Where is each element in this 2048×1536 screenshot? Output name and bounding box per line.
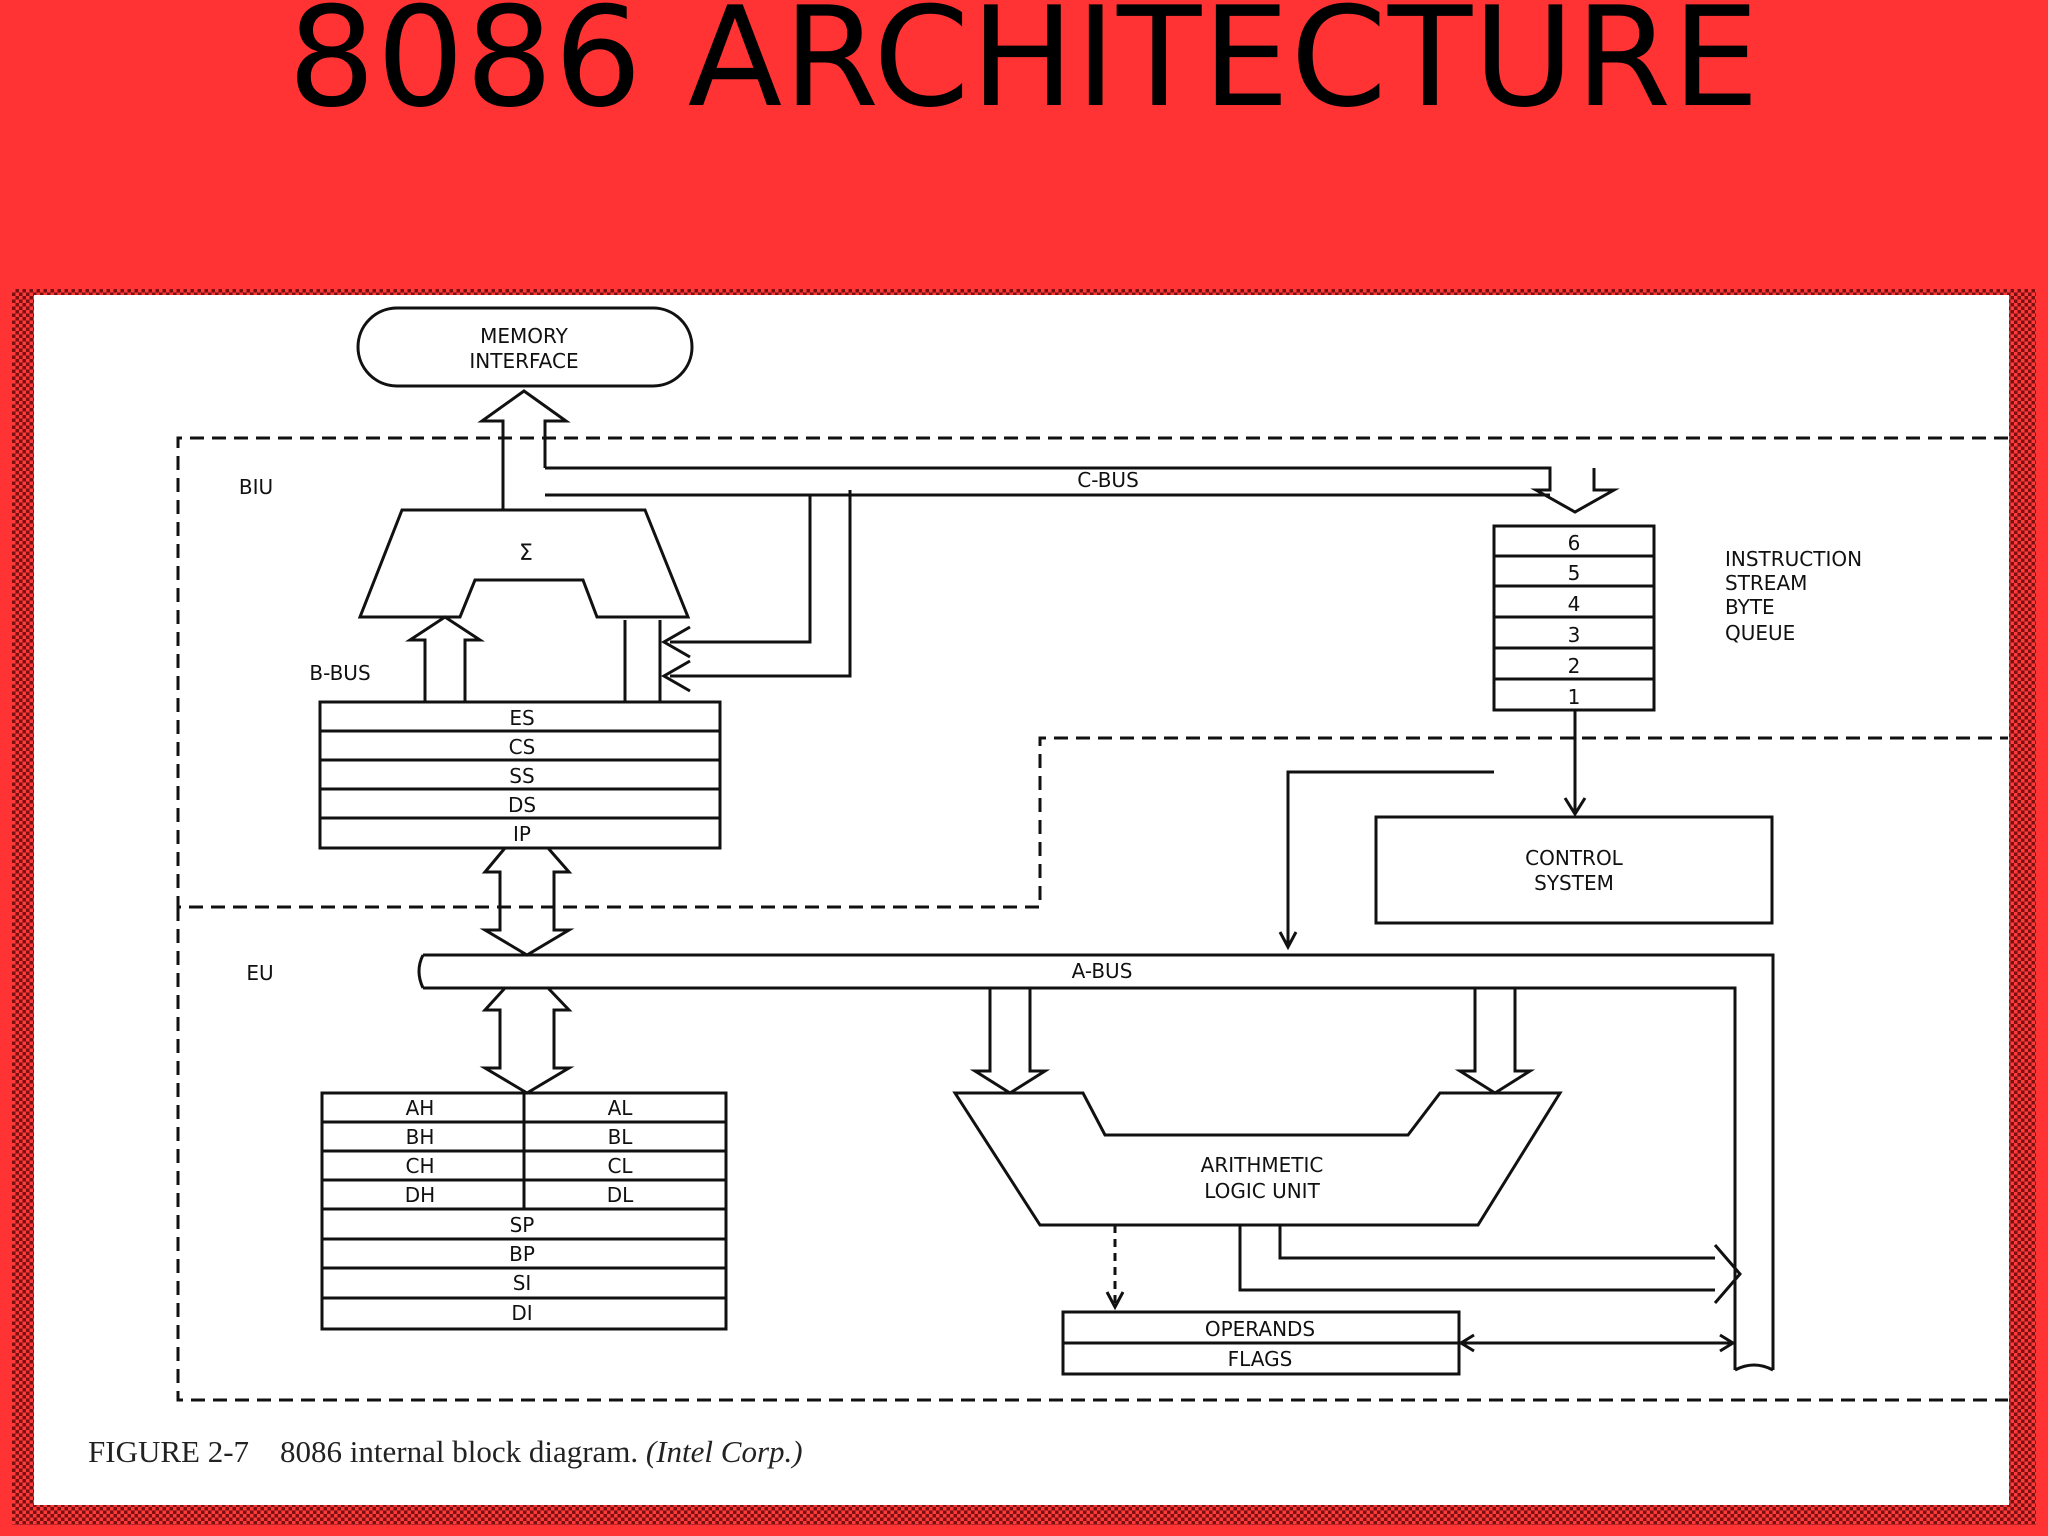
register-si: SI: [513, 1271, 532, 1295]
eu-boundary: [176, 907, 2008, 1402]
register-bp: BP: [509, 1242, 535, 1266]
queue-slot-4: 4: [1568, 592, 1581, 616]
queue-slot-6: 6: [1568, 531, 1581, 555]
queue-label-4: QUEUE: [1725, 621, 1795, 645]
queue-slot-3: 3: [1568, 623, 1581, 647]
eu-label: EU: [246, 961, 273, 985]
figure-caption: FIGURE 2-7 8086 internal block diagram. …: [88, 1434, 803, 1470]
control-system-label-1: CONTROL: [1525, 846, 1624, 870]
register-bh: BH: [406, 1125, 435, 1149]
segment-register-ip: IP: [513, 822, 531, 846]
queue-label-3: BYTE: [1725, 595, 1775, 619]
register-sp: SP: [510, 1213, 535, 1237]
sigma-label: Σ: [519, 541, 533, 566]
c-bus-label: C-BUS: [1077, 468, 1139, 492]
queue-slot-2: 2: [1568, 654, 1581, 678]
alu-label-1: ARITHMETIC: [1201, 1153, 1324, 1177]
control-system-box: [1374, 815, 1774, 925]
register-di: DI: [511, 1301, 532, 1325]
memory-interface-label-2: INTERFACE: [469, 349, 578, 373]
operands-label: OPERANDS: [1205, 1317, 1315, 1341]
register-cl: CL: [607, 1154, 633, 1178]
biu-label: BIU: [239, 475, 273, 499]
control-system-label-2: SYSTEM: [1534, 871, 1614, 895]
memory-interface-label-1: MEMORY: [480, 324, 569, 348]
caption-text: 8086 internal block diagram.: [280, 1434, 639, 1469]
a-bus-label: A-BUS: [1072, 959, 1133, 983]
figure-panel: [34, 295, 2009, 1505]
alu-label-2: LOGIC UNIT: [1204, 1179, 1320, 1203]
queue-label-1: INSTRUCTION: [1725, 547, 1862, 571]
figure-number: FIGURE 2-7: [88, 1434, 250, 1469]
memory-interface-box: [356, 306, 694, 388]
biu-boundary: [176, 436, 2008, 909]
register-bl: BL: [608, 1125, 634, 1149]
alu-shape: [952, 1091, 1563, 1227]
sigma-adder: [357, 508, 691, 619]
queue-label-2: STREAM: [1725, 571, 1807, 595]
segment-register-ds: DS: [508, 793, 536, 817]
a-bus: [423, 953, 1775, 1370]
register-dl: DL: [607, 1183, 634, 1207]
segment-register-es: ES: [509, 706, 534, 730]
b-bus-label: B-BUS: [309, 661, 370, 685]
segment-register-ss: SS: [509, 764, 534, 788]
segment-register-cs: CS: [509, 735, 536, 759]
queue-slot-1: 1: [1568, 685, 1581, 709]
flags-label: FLAGS: [1228, 1347, 1293, 1371]
register-dh: DH: [405, 1183, 435, 1207]
queue-slot-5: 5: [1568, 561, 1581, 585]
register-al: AL: [608, 1096, 634, 1120]
register-ah: AH: [406, 1096, 435, 1120]
slide-title: 8086 ARCHITECTURE: [287, 0, 1761, 138]
caption-source: (Intel Corp.): [645, 1434, 803, 1469]
register-ch: CH: [405, 1154, 434, 1178]
